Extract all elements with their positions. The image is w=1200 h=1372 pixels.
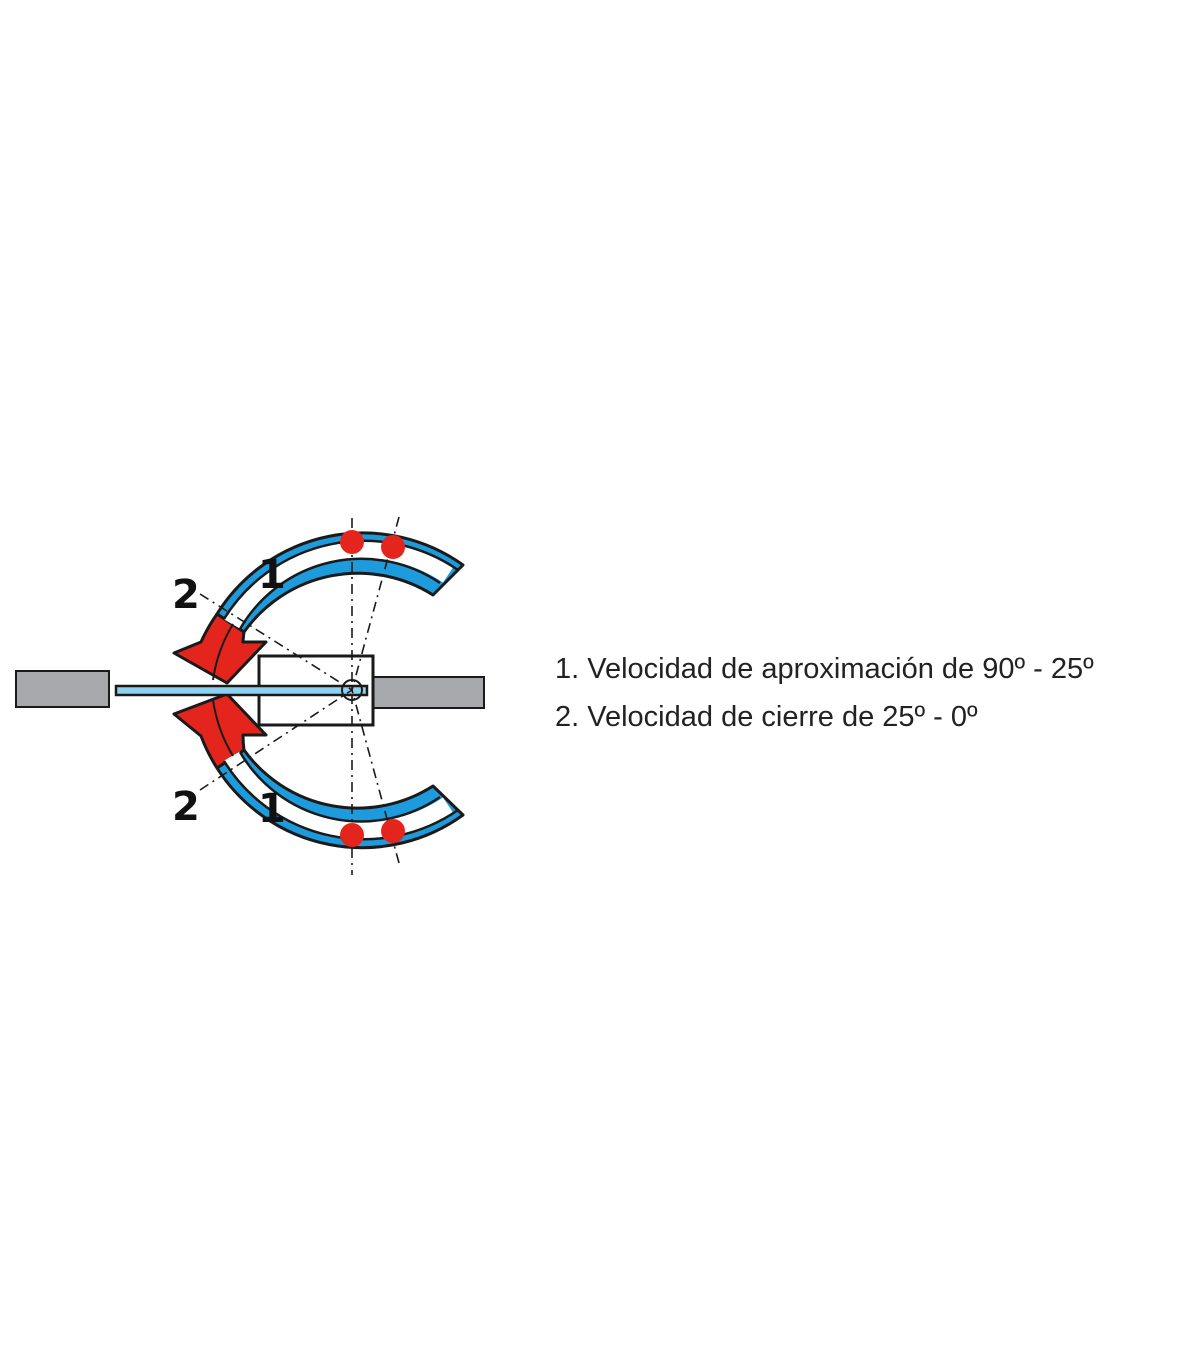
upper-marker-25deg [381,535,405,559]
legend-item-approach-speed: 1. Velocidad de aproximación de 90º - 25… [555,653,1094,685]
upper-arc-inner-stripe [224,540,454,629]
lower-marker-25deg [381,819,405,843]
upper-marker-90deg [340,530,364,554]
left-wall-block [15,670,110,708]
upper-arc-inner-stripe-edge [222,539,459,630]
lower-red-inner-line [212,699,234,757]
upper-red-inner-line [212,623,234,681]
lower-marker-90deg [340,823,364,847]
door-leaf [114,684,369,697]
right-wall-block [367,676,485,709]
upper-zone-1-label: 1 [258,552,286,598]
lower-zone-2-label: 2 [172,784,200,830]
lower-zone-1-label: 1 [258,786,286,832]
upper-arc-zone-2 [172,612,268,685]
lower-arc-inner-stripe-edge [222,751,459,841]
upper-zone-2-label: 2 [172,572,200,618]
legend: 1. Velocidad de aproximación de 90º - 25… [555,645,1094,741]
lower-arc-inner-stripe [224,751,454,840]
legend-item-closing-speed: 2. Velocidad de cierre de 25º - 0º [555,701,978,733]
